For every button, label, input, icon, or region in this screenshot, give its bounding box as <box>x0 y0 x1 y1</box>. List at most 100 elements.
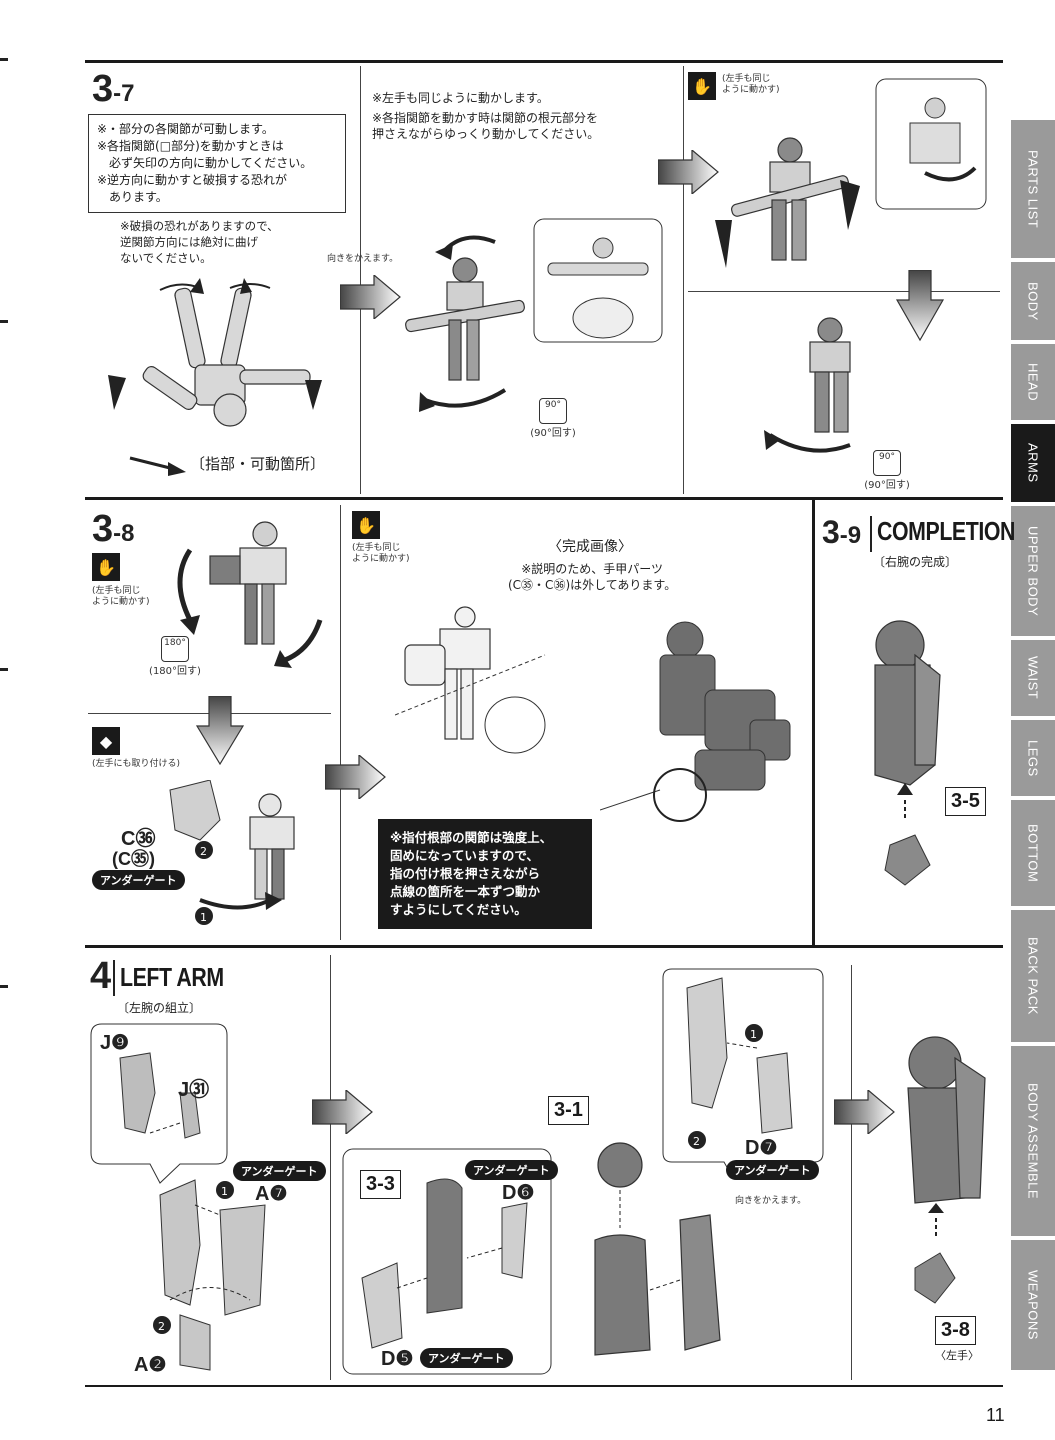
complete-image-note: ※説明のため、手甲パーツ (C㉟・C㊱)は外してあります。 <box>508 562 677 592</box>
tab-label: BODY ASSEMBLE <box>1025 1082 1041 1200</box>
tab-parts-list[interactable]: PARTS LIST <box>1011 120 1055 258</box>
left-hand-caption: (左手も同じ ように動かす) <box>352 543 410 564</box>
col-divider <box>851 965 852 1380</box>
tab-weapons[interactable]: WEAPONS <box>1011 1240 1055 1370</box>
rotate-90-badge-2: 90° (90°回す) <box>864 450 910 491</box>
tab-body-assemble[interactable]: BODY ASSEMBLE <box>1011 1046 1055 1236</box>
svg-text:2: 2 <box>693 1135 700 1148</box>
figure-rotated-result <box>764 317 851 453</box>
finger-base-warning: ※指付根部の関節は強度上、 固めになっていますので、 指の付け根を押さえながら … <box>378 819 592 929</box>
part-c35: (C㉟) <box>112 849 155 869</box>
tab-back-pack[interactable]: BACK PACK <box>1011 910 1055 1042</box>
section-divider-2 <box>85 945 1003 948</box>
col-divider <box>330 955 331 1380</box>
svg-text:1: 1 <box>200 911 207 924</box>
joint-press-note: ※各指関節を動かす時は関節の根元部分を 押さえながらゆっくり動かしてください。 <box>372 111 600 141</box>
svg-text:2: 2 <box>158 1320 165 1333</box>
margin-mark <box>0 668 8 671</box>
hand-joint-diagram <box>108 278 322 427</box>
down-arrow <box>195 696 245 766</box>
svg-text:2: 2 <box>200 845 207 858</box>
tab-arms[interactable]: ARMS <box>1011 424 1055 502</box>
part-j9: J❾ <box>100 1032 130 1054</box>
tab-label: PARTS LIST <box>1025 149 1041 229</box>
svg-text:1: 1 <box>750 1028 757 1041</box>
tab-bottom[interactable]: BOTTOM <box>1011 800 1055 906</box>
arm-shell-assembly: 1 2 <box>153 1179 266 1371</box>
ref-3-5: 3-5 <box>945 787 986 816</box>
tab-label: WEAPONS <box>1025 1270 1041 1340</box>
next-arrow <box>658 150 719 194</box>
left-hand-icon: ✋ <box>352 511 380 539</box>
left-hand-icon: ✋ <box>688 72 716 100</box>
part-d6: D❻ <box>502 1182 535 1204</box>
col-divider <box>683 66 684 494</box>
mirror-attach-icon: ◆ <box>92 727 120 755</box>
tab-upper-body[interactable]: UPPER BODY <box>1011 506 1055 636</box>
elbow-forearm-join <box>594 1142 721 1356</box>
under-gate-badge: アンダーゲート <box>233 1161 326 1181</box>
inset-j-parts <box>90 1023 228 1184</box>
hand-completed-photo <box>600 621 791 822</box>
col-divider <box>340 505 341 940</box>
tab-label: WAIST <box>1025 656 1041 700</box>
figure-180-rotate <box>177 521 323 668</box>
step-4-number: 4 <box>90 955 112 997</box>
left-arm-subtitle: 〔左腕の組立〕 <box>117 1001 202 1015</box>
tab-waist[interactable]: WAIST <box>1011 640 1055 716</box>
finger-base-diagram <box>395 606 546 754</box>
part-a2: A❷ <box>134 1354 167 1376</box>
right-arm-completed <box>874 620 941 886</box>
svg-text:1: 1 <box>221 1185 228 1198</box>
rotate-90-badge: 90° (90°回す) <box>530 398 576 439</box>
finger-arrow <box>129 456 186 476</box>
tab-head[interactable]: HEAD <box>1011 344 1055 420</box>
left-arm-completed <box>907 1036 986 1304</box>
ref-3-3: 3-3 <box>360 1170 401 1199</box>
completion-divider <box>812 500 815 945</box>
break-warning: ※破損の恐れがありますので、 逆関節方向には絶対に曲げ ないでください。 <box>120 219 279 265</box>
turn-note: 向きをかえます。 <box>327 254 399 264</box>
under-gate-badge: アンダーゲート <box>420 1348 513 1368</box>
col-divider <box>360 66 361 494</box>
next-arrow <box>834 1090 895 1134</box>
tab-label: UPPER BODY <box>1025 525 1041 617</box>
tab-legs[interactable]: LEGS <box>1011 720 1055 796</box>
rotate-inset <box>875 78 987 210</box>
left-arm-title: LEFT ARM <box>120 962 224 992</box>
left-hand-caption: (左手も同じ ように動かす) <box>92 586 150 607</box>
tab-label: HEAD <box>1025 362 1041 402</box>
complete-image-title: 〈完成画像〉 <box>548 539 632 555</box>
inset-d7-attach: 1 2 <box>662 968 824 1177</box>
completion-title: COMPLETION <box>877 516 1016 546</box>
under-gate-badge: アンダーゲート <box>465 1160 558 1180</box>
ref-3-1: 3-1 <box>548 1096 589 1125</box>
section-divider-1 <box>85 497 1003 500</box>
next-arrow <box>325 755 386 799</box>
tab-label: LEGS <box>1025 739 1041 777</box>
rotate-180-badge: 180° (180°回す) <box>149 636 201 677</box>
finger-joint-label: 〔指部・可動箇所〕 <box>190 455 326 473</box>
step-3-9-header: 3-9 <box>822 514 862 550</box>
under-gate-badge: アンダーゲート <box>92 870 185 890</box>
down-arrow <box>895 270 945 342</box>
part-j31: J㉛ <box>178 1079 210 1101</box>
under-gate-badge: アンダーゲート <box>726 1160 819 1180</box>
step-3-8-number: 3-8 <box>92 508 135 550</box>
ref-3-8: 3-8 <box>935 1316 976 1345</box>
part-d7: D❼ <box>745 1137 778 1159</box>
left-hand-caption: (左手も同じ ように動かす) <box>722 74 780 95</box>
figure-swing-diagram <box>715 137 860 268</box>
next-arrow <box>312 1090 373 1134</box>
bottom-rule <box>85 1385 1003 1387</box>
tab-label: BODY <box>1025 281 1041 321</box>
turn-note: 向きをかえます。 <box>735 1196 807 1206</box>
hand-cover-attach: 2 1 <box>169 780 295 925</box>
tab-body[interactable]: BODY <box>1011 262 1055 340</box>
thumb-press-inset <box>533 218 663 343</box>
part-d5: D❺ <box>381 1348 414 1370</box>
top-rule <box>85 60 1003 63</box>
figure-rotate-diagram <box>405 235 525 412</box>
page-number: 11 <box>986 1405 1005 1425</box>
left-hand-icon: ✋ <box>92 553 120 581</box>
